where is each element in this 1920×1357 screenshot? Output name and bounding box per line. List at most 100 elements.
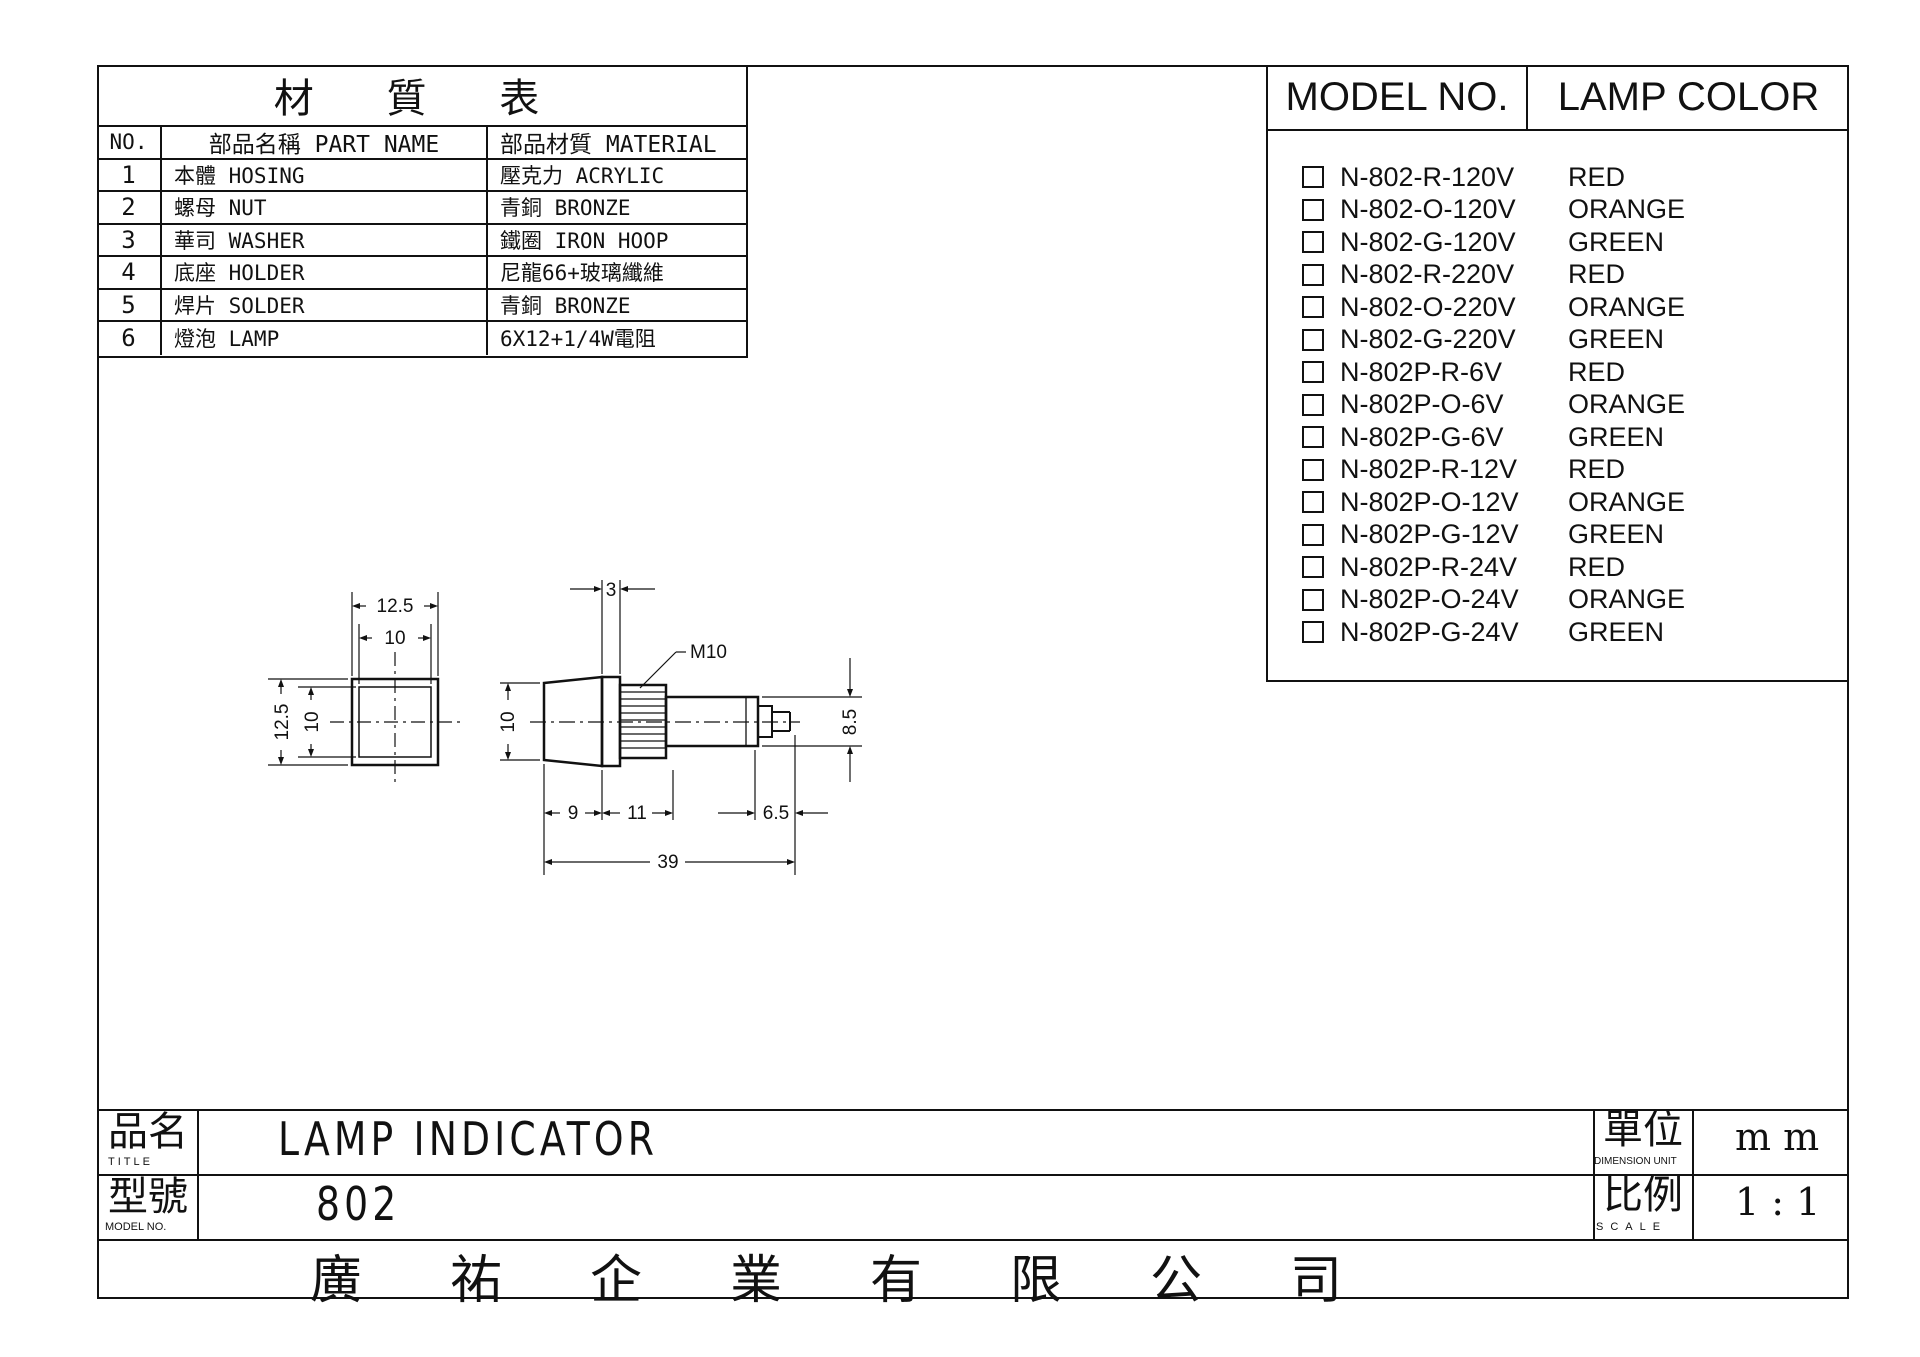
checkbox-icon[interactable]	[1302, 166, 1324, 189]
dim-body-height: 8.5	[840, 709, 861, 735]
divider-v-1	[197, 1109, 199, 1174]
lamp-color: RED	[1568, 454, 1626, 485]
header-material: 部品材質 MATERIAL	[500, 132, 717, 159]
title-block-middle-line	[97, 1174, 1849, 1176]
model-code: N-802P-O-6V	[1340, 389, 1504, 420]
checkbox-icon[interactable]	[1302, 393, 1324, 416]
model-code: N-802-R-220V	[1340, 259, 1515, 290]
checkbox-icon[interactable]	[1302, 198, 1324, 221]
lamp-color: GREEN	[1568, 519, 1665, 550]
scale-label-cn: 比例	[1603, 1172, 1683, 1218]
lamp-color: ORANGE	[1568, 194, 1686, 225]
divider-v-2	[197, 1174, 199, 1239]
row-part-name: 華司 WASHER	[162, 224, 488, 255]
lamp-color: ORANGE	[1568, 486, 1686, 517]
row-part-name: 底座 HOLDER	[162, 257, 488, 288]
model-list-item: N-802-R-120V RED	[1302, 161, 1685, 194]
divider-v-3	[1593, 1109, 1595, 1239]
checkbox-icon[interactable]	[1302, 491, 1324, 514]
model-value: 802	[316, 1177, 401, 1231]
lamp-color: RED	[1568, 356, 1626, 387]
checkbox-icon[interactable]	[1302, 263, 1324, 286]
row-material: 青銅 BRONZE	[500, 293, 631, 318]
title-block-bottom-line	[97, 1239, 1849, 1241]
dim-front-inner-w: 10	[384, 628, 405, 649]
title-label-cn: 品名	[108, 1109, 188, 1155]
checkbox-icon[interactable]	[1302, 556, 1324, 579]
model-label-en: MODEL NO.	[105, 1221, 167, 1233]
model-list-item: N-802P-G-24V GREEN	[1302, 616, 1685, 649]
model-code: N-802-O-120V	[1340, 194, 1516, 225]
company-char: 限	[1010, 1251, 1063, 1311]
checkbox-icon[interactable]	[1302, 588, 1324, 611]
checkbox-icon[interactable]	[1302, 231, 1324, 254]
header-lamp-color: LAMP COLOR	[1557, 74, 1820, 119]
model-code: N-802P-G-24V	[1340, 616, 1519, 647]
model-code: N-802-G-120V	[1340, 226, 1516, 257]
row-material: 鐵圈 IRON HOOP	[500, 228, 669, 253]
model-code: N-802P-O-12V	[1340, 486, 1519, 517]
row-part-name: 焊片 SOLDER	[162, 289, 488, 320]
row-material: 尼龍66+玻璃纖維	[500, 261, 664, 286]
lamp-color: GREEN	[1568, 226, 1665, 257]
dim-front-outer-h: 12.5	[272, 704, 293, 741]
row-no: 1	[97, 159, 162, 190]
dim-lens-height: 10	[498, 711, 519, 732]
row-no: 6	[97, 322, 162, 355]
lamp-color: ORANGE	[1568, 584, 1686, 615]
checkbox-icon[interactable]	[1302, 458, 1324, 481]
row-no: 2	[97, 192, 162, 223]
model-code: N-802P-R-6V	[1340, 356, 1503, 387]
lamp-color: GREEN	[1568, 616, 1665, 647]
model-list-item: N-802-O-120V ORANGE	[1302, 194, 1685, 227]
row-part-name: 螺母 NUT	[162, 192, 488, 223]
row-material: 6X12+1/4W電阻	[500, 327, 656, 352]
model-code: N-802P-O-24V	[1340, 584, 1519, 615]
checkbox-icon[interactable]	[1302, 361, 1324, 384]
title-block-top-line	[97, 1109, 1849, 1111]
company-char: 祐	[450, 1251, 503, 1311]
model-list-item: N-802-G-120V GREEN	[1302, 226, 1685, 259]
dim-front-inner-h: 10	[302, 711, 323, 732]
header-no: NO.	[97, 127, 162, 158]
materials-table: 材 質 表 NO. 部品名稱 PART NAME 部品材質 MATERIAL 1…	[97, 65, 748, 358]
lamp-color: GREEN	[1568, 421, 1665, 452]
checkbox-icon[interactable]	[1302, 328, 1324, 351]
row-part-name: 燈泡 LAMP	[162, 322, 488, 355]
materials-title: 材 質 表	[97, 65, 746, 127]
model-list-item: N-802P-R-6V RED	[1302, 356, 1685, 389]
checkbox-icon[interactable]	[1302, 296, 1324, 319]
model-code: N-802P-G-12V	[1340, 519, 1519, 550]
dim-lens-length: 9	[568, 803, 579, 824]
model-label-cn: 型號	[108, 1174, 188, 1220]
row-material: 壓克力 ACRYLIC	[500, 163, 665, 188]
lamp-color: GREEN	[1568, 324, 1665, 355]
header-part-name: 部品名稱 PART NAME	[162, 127, 488, 158]
lamp-color: RED	[1568, 161, 1626, 192]
thread-label: M10	[690, 642, 727, 663]
checkbox-icon[interactable]	[1302, 523, 1324, 546]
model-code: N-802P-G-6V	[1340, 421, 1504, 452]
company-char: 有	[870, 1251, 923, 1311]
lamp-color: RED	[1568, 551, 1626, 582]
model-list-item: N-802P-G-12V GREEN	[1302, 519, 1685, 552]
checkbox-icon[interactable]	[1302, 621, 1324, 644]
divider-v-4	[1692, 1109, 1694, 1239]
checkbox-icon[interactable]	[1302, 426, 1324, 449]
scale-label-en: SCALE	[1596, 1221, 1668, 1233]
company-char: 司	[1290, 1251, 1343, 1311]
row-no: 5	[97, 289, 162, 320]
model-code: N-802-R-120V	[1340, 161, 1515, 192]
model-list-item: N-802P-O-12V ORANGE	[1302, 486, 1685, 519]
company-char: 公	[1150, 1251, 1203, 1311]
model-list-item: N-802P-O-24V ORANGE	[1302, 584, 1685, 617]
